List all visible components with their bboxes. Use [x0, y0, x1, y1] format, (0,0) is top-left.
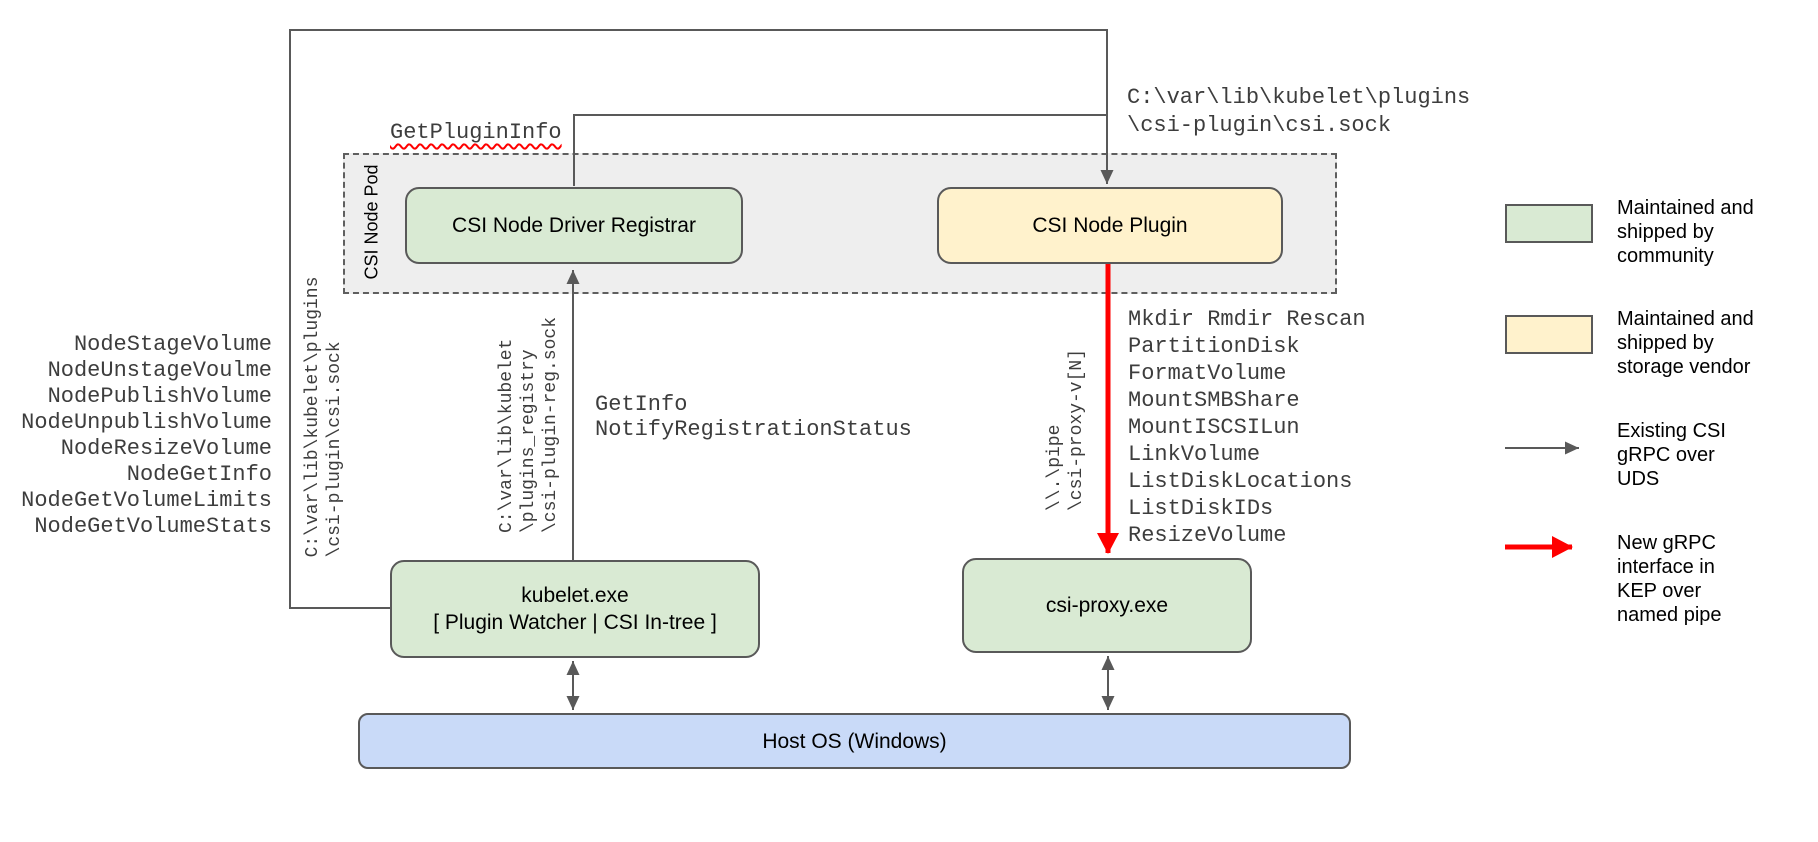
csi-node-plugin-label: CSI Node Plugin	[1032, 214, 1188, 237]
host-os-box: Host OS (Windows)	[358, 713, 1351, 769]
registration-calls-list: GetInfo NotifyRegistrationStatus	[595, 392, 912, 442]
legend-new-grpc-label: New gRPC interface in KEP over named pip…	[1617, 532, 1722, 626]
csi-node-driver-registrar-label: CSI Node Driver Registrar	[452, 214, 696, 237]
getplugininfo-label: GetPluginInfo	[390, 120, 562, 145]
legend-community-label: Maintained and shipped by community	[1617, 197, 1754, 267]
named-pipe-path-label: \\.\pipe \csi-proxy-v[N]	[1045, 348, 1087, 512]
csi-proxy-calls-list: Mkdir Rmdir Rescan PartitionDisk FormatV…	[1128, 307, 1366, 548]
csi-sock-path-label-top: C:\var\lib\kubelet\plugins \csi-plugin\c…	[1127, 85, 1471, 138]
csi-sock-path-label-side: C:\var\lib\kubelet\plugins \csi-plugin\c…	[303, 276, 345, 558]
csi-node-plugin-box: CSI Node Plugin	[937, 187, 1283, 264]
legend-existing-grpc-label: Existing CSI gRPC over UDS	[1617, 420, 1726, 490]
legend-vendor-label: Maintained and shipped by storage vendor	[1617, 308, 1754, 378]
kubelet-csi-calls-list: NodeStageVolume NodeUnstageVoulme NodePu…	[21, 332, 272, 539]
registrar-getplugininfo-connector	[573, 114, 1106, 186]
csi-node-pod-label: CSI Node Pod	[361, 164, 382, 280]
kubelet-box: kubelet.exe [ Plugin Watcher | CSI In-tr…	[390, 560, 760, 658]
kubelet-label: kubelet.exe [ Plugin Watcher | CSI In-tr…	[433, 584, 717, 634]
csi-node-driver-registrar-box: CSI Node Driver Registrar	[405, 187, 743, 264]
legend-community-swatch	[1505, 204, 1593, 243]
host-os-label: Host OS (Windows)	[762, 729, 947, 753]
csi-proxy-label: csi-proxy.exe	[1045, 594, 1169, 617]
csi-proxy-box: csi-proxy.exe	[962, 558, 1252, 653]
legend-vendor-swatch	[1505, 315, 1593, 354]
kubelet-to-plugin-uds-connector	[289, 29, 1114, 609]
registry-sock-path-label: C:\var\lib\kubelet \plugins_registry \cs…	[497, 316, 561, 534]
